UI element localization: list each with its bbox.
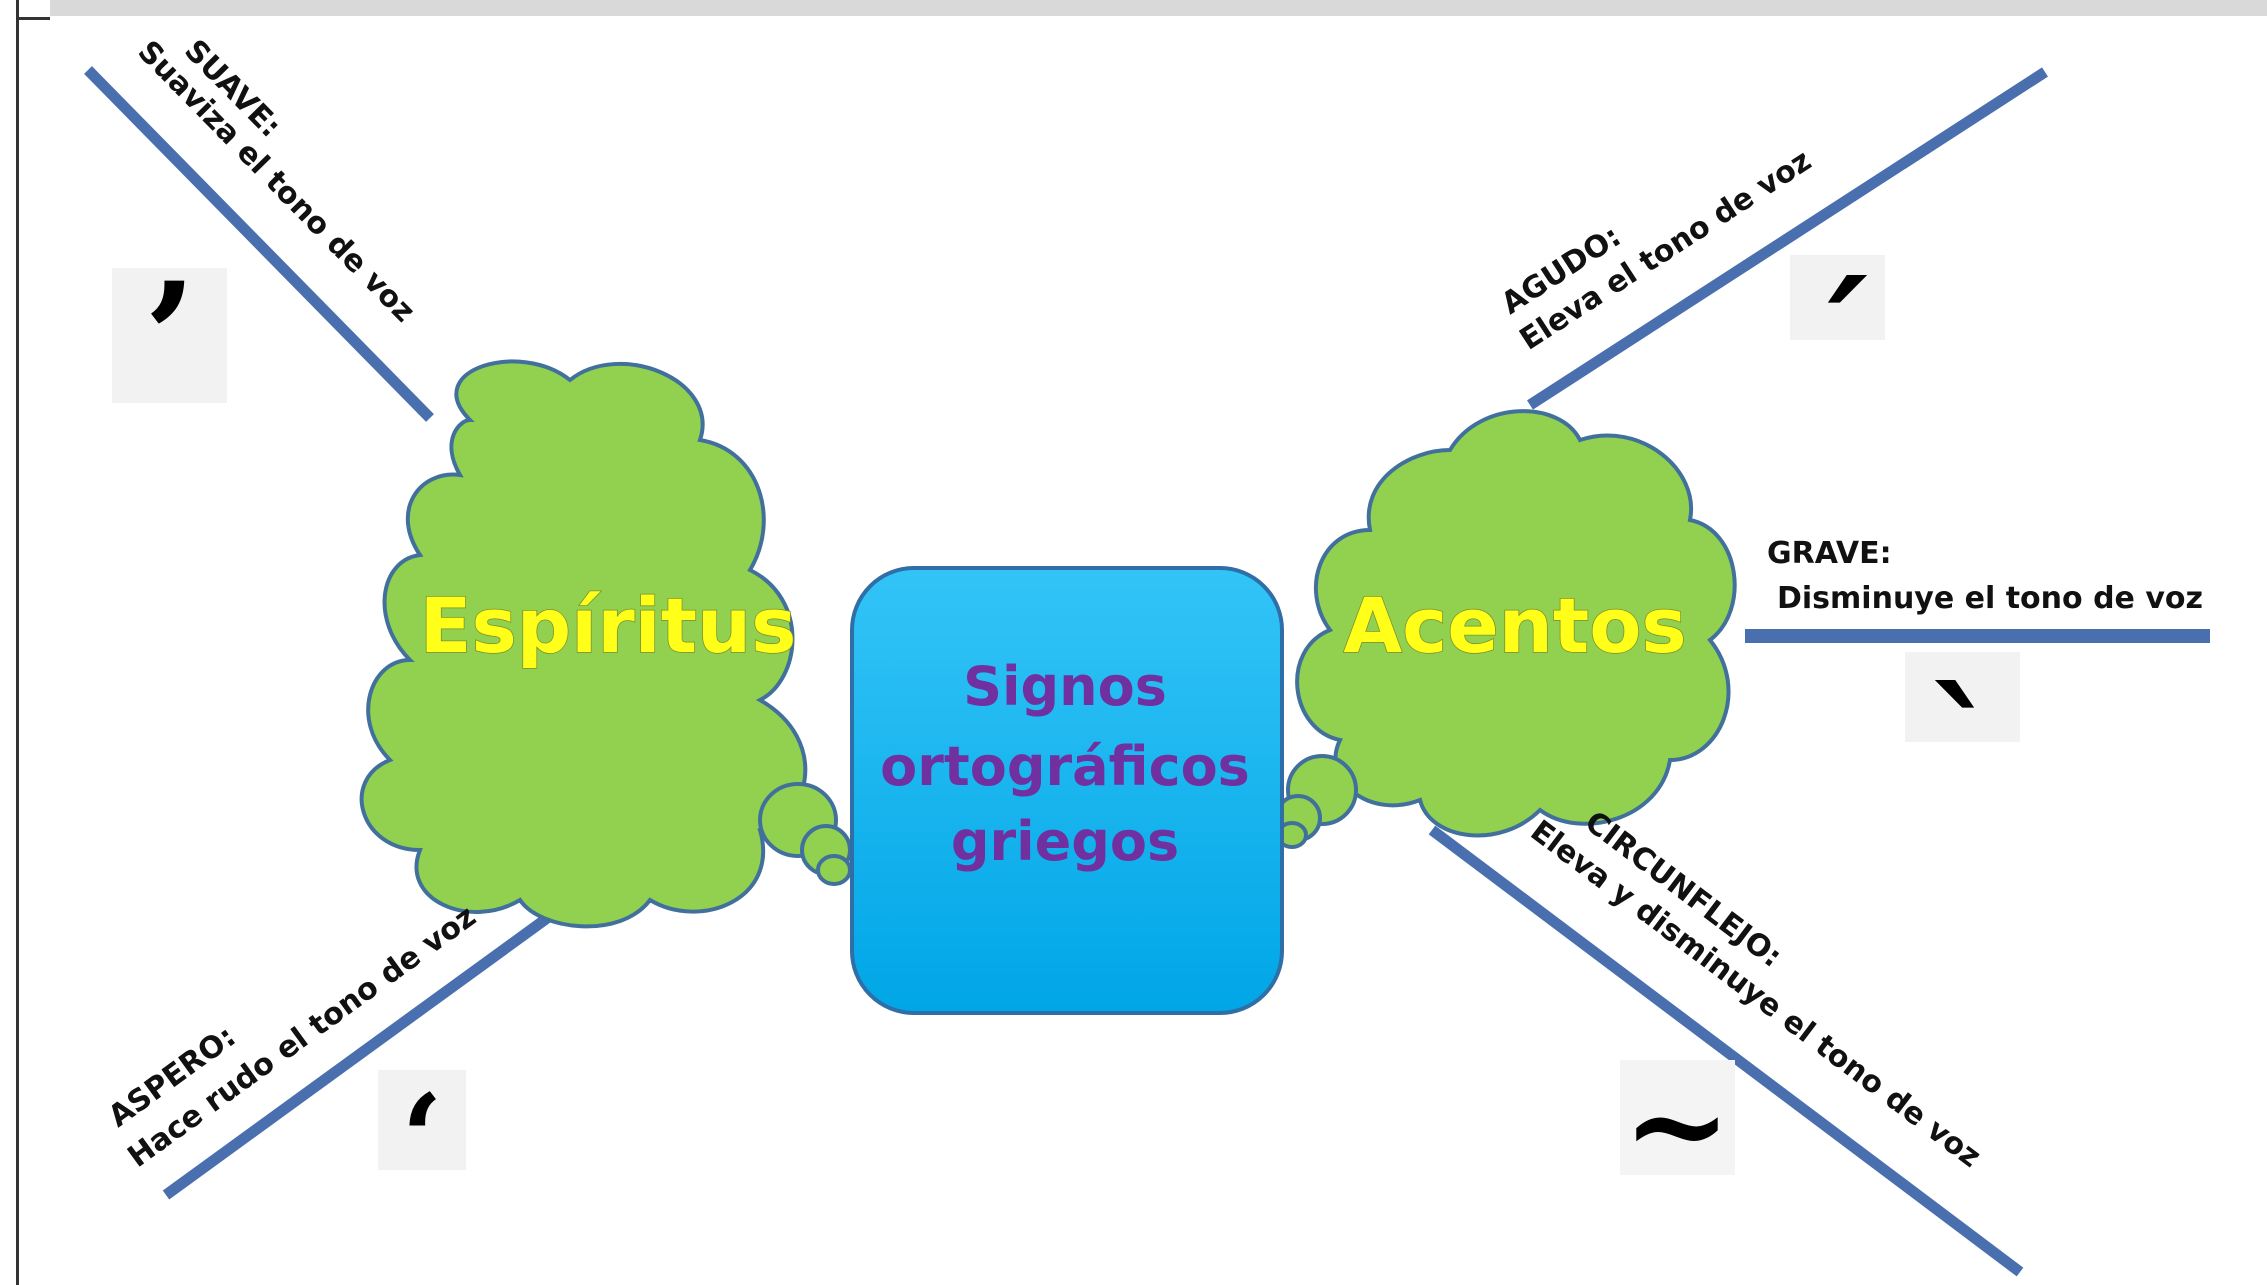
circunflejo-branch: CIRCUNFLEJO: Eleva y disminuye el tono d…	[1524, 804, 1987, 1175]
branch-lines	[84, 66, 2210, 1277]
agudo-glyph: ˊ	[1803, 255, 1878, 431]
aspero-line	[162, 895, 576, 1200]
espiritus-cloud	[359, 359, 852, 929]
center-box: Signos ortográficos griegos	[850, 566, 1284, 1015]
left-border-tick	[16, 17, 50, 20]
suave-line	[84, 66, 434, 422]
acentos-cloud	[1274, 409, 1737, 849]
top-bar	[50, 0, 2267, 16]
acentos-cloud-shape	[1295, 409, 1737, 838]
suave-glyph: ’	[144, 250, 196, 426]
center-title-line-1: Signos	[963, 655, 1167, 718]
left-border-line	[16, 0, 19, 1285]
acentos-label: Acentos	[1343, 581, 1686, 670]
circunflejo-glyph-tile	[1620, 1060, 1735, 1175]
center-box-shape	[850, 566, 1284, 1015]
center-title-line-3: griegos	[951, 810, 1179, 873]
aspero-glyph: ‘	[401, 1068, 443, 1209]
suave-glyph-tile	[112, 268, 227, 403]
grave-desc: Disminuye el tono de voz	[1777, 581, 2203, 616]
grave-title: GRAVE:	[1767, 536, 1892, 571]
circunflejo-desc: Eleva y disminuye el tono de voz	[1524, 814, 1987, 1175]
espiritus-label: Espíritus	[420, 581, 797, 670]
circunflejo-glyph: ~	[1623, 1048, 1732, 1201]
aspero-glyph-tile	[378, 1070, 466, 1170]
center-title-line-2: ortográficos	[880, 735, 1250, 798]
circunflejo-line	[1428, 825, 2024, 1277]
agudo-glyph-tile	[1790, 255, 1885, 340]
espiritus-bubble-small	[816, 854, 852, 886]
grave-glyph-tile	[1905, 652, 2020, 742]
grave-glyph: ˋ	[1925, 660, 2000, 836]
agudo-line	[1527, 67, 2048, 410]
glyph-tiles: ’ ‘ ˊ ˋ ~	[112, 250, 2020, 1209]
espiritus-cloud-shape	[359, 359, 808, 929]
